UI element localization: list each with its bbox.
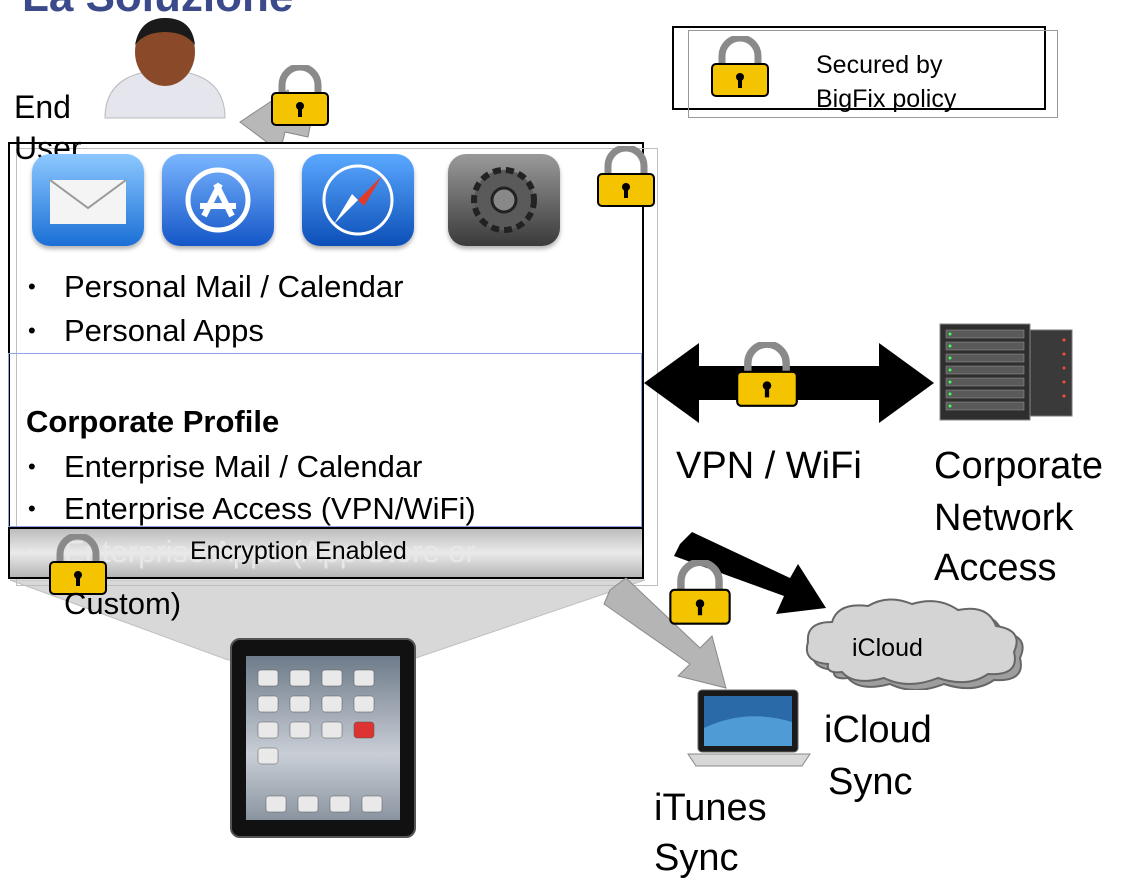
legend-box-shadow — [688, 30, 1058, 118]
end-user-label-line1: End — [14, 89, 71, 125]
corporate-profile-heading: Corporate Profile — [26, 404, 280, 439]
bullet-enterprise-access: •Enterprise Access (VPN/WiFi) — [28, 491, 476, 526]
corporate-network-line2: Network — [934, 497, 1074, 539]
icloud-sync-line2: Sync — [828, 761, 913, 803]
vpn-wifi-label: VPN / WiFi — [676, 445, 862, 487]
legend-text-line2: BigFix policy — [816, 85, 957, 113]
lock-icon — [44, 534, 112, 596]
corporate-network-line3: Access — [934, 547, 1057, 589]
mail-icon — [32, 154, 144, 246]
ipad-device — [230, 638, 416, 838]
encryption-label: Encryption Enabled — [190, 537, 407, 565]
bullet-personal-apps: •Personal Apps — [28, 313, 264, 348]
itunes-arrow — [603, 577, 727, 689]
profile-panel-shadow — [16, 148, 658, 586]
itunes-sync-line2: Sync — [654, 837, 739, 879]
bullet-enterprise-mail: •Enterprise Mail / Calendar — [28, 449, 423, 484]
laptop-icon — [687, 689, 811, 767]
bullet-personal-mail: •Personal Mail / Calendar — [28, 269, 404, 304]
lock-icon — [266, 65, 334, 127]
bullet-enterprise-apps-cont: Custom) — [64, 586, 182, 621]
lock-icon — [730, 342, 804, 408]
legend-box — [672, 26, 1046, 110]
slide-title: La Soluzione — [22, 0, 293, 22]
icloud-arrow — [674, 532, 826, 614]
corporate-section — [8, 353, 642, 527]
bullet-enterprise-apps-partial: •Enterprise Apps (App Store or — [28, 534, 476, 569]
lock-icon — [592, 146, 660, 208]
corporate-network-line1: Corporate — [934, 445, 1103, 487]
legend-text-line1: Secured by — [816, 51, 943, 79]
itunes-sync-line1: iTunes — [654, 787, 767, 829]
ipad-screen — [246, 656, 400, 820]
end-user-avatar-icon — [104, 18, 226, 119]
safari-icon — [302, 154, 414, 246]
lock-icon — [706, 36, 774, 98]
icloud-cloud-label: iCloud — [852, 634, 923, 662]
icloud-sync-line1: iCloud — [824, 709, 932, 751]
app-store-icon — [162, 154, 274, 246]
encryption-bar: •Enterprise Apps (App Store or Encryptio… — [8, 527, 644, 579]
icloud-cloud-icon — [806, 598, 1024, 690]
settings-icon — [448, 154, 560, 246]
server-rack-icon — [939, 323, 1073, 421]
lock-icon — [664, 560, 736, 626]
